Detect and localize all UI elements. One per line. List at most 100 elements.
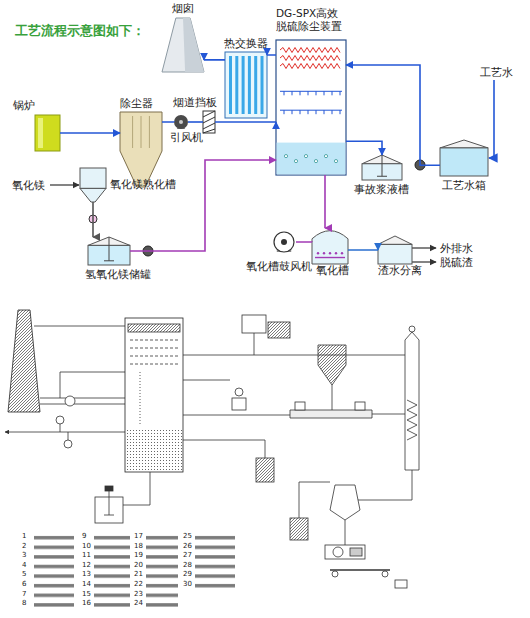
pipe [240, 440, 265, 458]
node-outline [276, 40, 346, 175]
callout-number: 6 [22, 580, 26, 588]
collector-shape [120, 112, 162, 187]
demister-zigzag [280, 56, 340, 61]
motor-symbol [232, 398, 246, 410]
agitator [104, 237, 114, 261]
callout-number: 15 [82, 590, 91, 598]
tank-drawing [256, 458, 274, 482]
flue-duct [40, 398, 125, 404]
motor-symbol [333, 547, 343, 557]
damper-shape [203, 111, 215, 133]
storage-tank: 氢氧化镁储罐 [88, 237, 130, 265]
thickener-drawing [405, 332, 419, 470]
tank-drawing [355, 402, 365, 410]
damper-hatch [203, 111, 215, 133]
node-label: 烟道挡板 [173, 96, 229, 109]
slurry-tank: 事故浆液槽 [362, 155, 402, 180]
pump-symbol [64, 440, 72, 448]
chimney-drawing [8, 310, 40, 412]
tank-body [312, 231, 348, 264]
bubble [341, 252, 343, 254]
node-label: 氧化槽 [316, 264, 366, 277]
flow-label: 工艺水 [480, 66, 513, 79]
tower-drawing [125, 318, 183, 472]
node-label: 工艺水箱 [442, 179, 498, 192]
legend-text [34, 534, 74, 611]
bubble [304, 155, 307, 158]
callout-number: 1 [22, 532, 26, 540]
node-label: DG-SPX高效 脱硫除尘装置 [276, 7, 346, 32]
pipe [372, 414, 405, 415]
spray-header [280, 110, 342, 114]
agitator [377, 155, 387, 176]
flow-line [346, 141, 382, 155]
separator: 渣水分离 [378, 236, 412, 264]
valve-symbol [409, 326, 415, 332]
tower-shape [276, 40, 346, 175]
tank-body [378, 244, 412, 264]
node-outline [440, 140, 488, 176]
tank-body [440, 148, 488, 176]
callout-number: 10 [82, 542, 91, 550]
callout-number: 18 [134, 542, 143, 550]
node-outline [225, 52, 267, 118]
blower-shape [274, 232, 294, 252]
flow-line [130, 160, 276, 251]
tank-roof [440, 140, 488, 148]
roller [332, 571, 338, 577]
flow-label: 外排水 [440, 242, 473, 255]
callout-number: 14 [82, 580, 91, 588]
callout-number: 16 [82, 599, 91, 607]
flow-line [324, 175, 326, 228]
callout-number: 30 [183, 580, 192, 588]
callout-number: 19 [134, 551, 143, 559]
platform [325, 545, 365, 559]
agitator [104, 491, 114, 515]
fan-shape [174, 115, 188, 129]
induced-fan: 引风机 [174, 115, 188, 129]
blower-hub [281, 239, 287, 245]
node-label: 事故浆液槽 [354, 183, 414, 196]
callout-number: 25 [183, 532, 192, 540]
bubble [284, 155, 287, 158]
callout-number: 3 [22, 551, 26, 559]
oxidation-tank: 氧化槽 [312, 228, 348, 264]
bubble [324, 155, 327, 158]
boiler-shape [35, 115, 60, 151]
node-label: 除尘器 [120, 97, 170, 110]
valve-symbol [89, 215, 97, 223]
tank-body [80, 168, 106, 188]
trench [290, 410, 372, 418]
tank-drawing [268, 322, 290, 338]
callout-number: 20 [134, 561, 143, 569]
flow-label: 脱硫渣 [440, 256, 473, 269]
flow-line [296, 241, 312, 243]
chimney-shape [162, 18, 204, 72]
callout-number: 26 [183, 542, 192, 550]
bubble [294, 160, 297, 163]
ripening-tank: 氧化镁熟化槽 [80, 168, 106, 202]
tank-drawing [295, 402, 305, 410]
chimney-shade [183, 18, 204, 72]
legend-text [94, 534, 130, 611]
aeration-pipe [315, 257, 345, 258]
pump-symbol [415, 160, 425, 170]
slurry-pool [126, 430, 182, 471]
conveyor [330, 569, 390, 570]
callout-number: 12 [82, 561, 91, 569]
fan-hub [179, 120, 183, 124]
node-outline [88, 237, 130, 265]
exchanger-tube [254, 56, 257, 114]
node-label: 烟囱 [158, 2, 208, 15]
centrifuge-drawing [330, 485, 360, 520]
boiler: 锅炉 [35, 115, 60, 151]
fan-symbol [65, 396, 75, 406]
node-outline [203, 111, 215, 133]
spray-layer [130, 340, 178, 364]
demister-zigzag [280, 48, 340, 53]
exchanger-tube [261, 56, 264, 114]
callout-number: 22 [134, 580, 143, 588]
